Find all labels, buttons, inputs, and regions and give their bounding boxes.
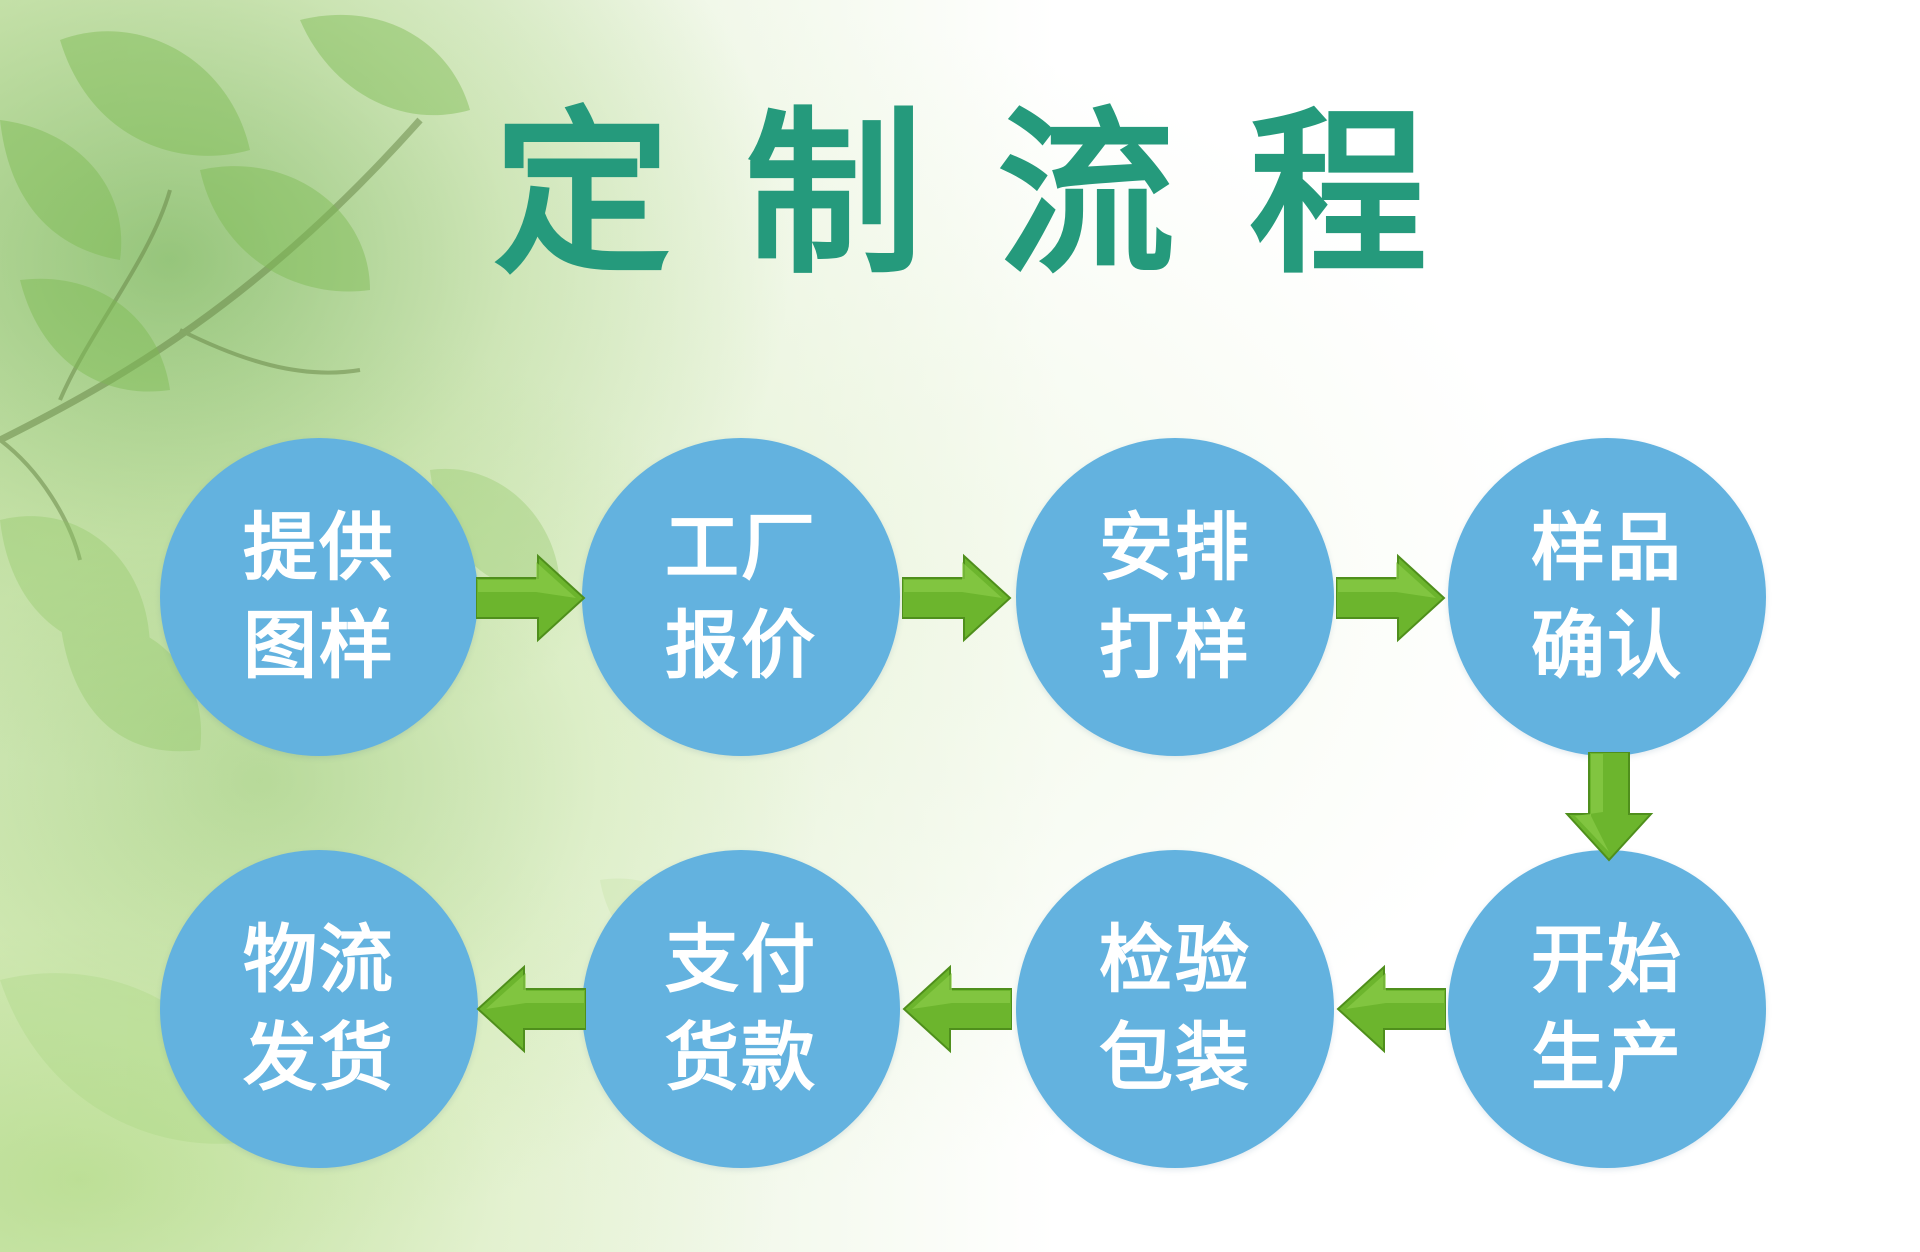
step-label-line2: 包装	[1099, 1015, 1251, 1101]
arrow-right-icon	[1336, 553, 1446, 643]
step-label-line2: 报价	[665, 603, 817, 689]
step-label-line1: 物流	[243, 917, 395, 1003]
step-label-line2: 图样	[243, 603, 395, 689]
step-pay-balance: 支付 货款	[582, 850, 900, 1168]
arrow-left-icon	[902, 964, 1012, 1054]
arrow-down-icon	[1564, 752, 1654, 862]
step-label-line1: 提供	[243, 505, 395, 591]
step-provide-drawings: 提供 图样	[160, 438, 478, 756]
step-label-line1: 样品	[1531, 505, 1683, 591]
step-label-line1: 安排	[1099, 505, 1251, 591]
arrow-right-icon	[476, 553, 586, 643]
arrow-left-icon	[1336, 964, 1446, 1054]
step-label-line2: 生产	[1531, 1015, 1683, 1101]
step-label-line2: 发货	[243, 1015, 395, 1101]
step-label-line1: 开始	[1531, 917, 1683, 1003]
page-title: 定制流程	[493, 91, 1501, 298]
step-label-line2: 确认	[1531, 603, 1683, 689]
step-arrange-sample: 安排 打样	[1016, 438, 1334, 756]
step-label-line1: 检验	[1099, 917, 1251, 1003]
step-start-production: 开始 生产	[1448, 850, 1766, 1168]
step-factory-quote: 工厂 报价	[582, 438, 900, 756]
step-inspect-package: 检验 包装	[1016, 850, 1334, 1168]
step-logistics-shipping: 物流 发货	[160, 850, 478, 1168]
step-label-line1: 支付	[665, 917, 817, 1003]
step-label-line1: 工厂	[665, 505, 817, 591]
step-label-line2: 货款	[665, 1015, 817, 1101]
step-sample-confirm: 样品 确认	[1448, 438, 1766, 756]
arrow-left-icon	[476, 964, 586, 1054]
arrow-right-icon	[902, 553, 1012, 643]
step-label-line2: 打样	[1099, 603, 1251, 689]
